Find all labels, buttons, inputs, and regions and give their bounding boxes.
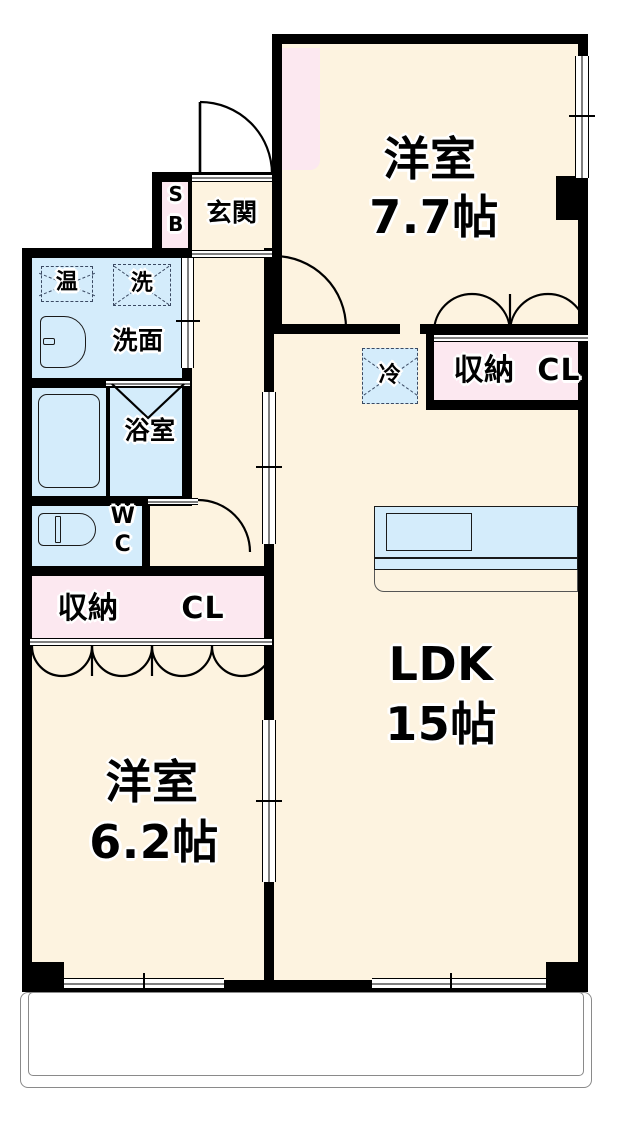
bedroom-second-floor	[30, 640, 272, 988]
entrance-door-arc	[199, 100, 274, 175]
wall-toilet-right	[142, 496, 150, 572]
washer-label: 洗	[130, 271, 154, 296]
wall-ldk-cl-bottom	[426, 400, 588, 410]
wall-right-pillar	[556, 176, 588, 220]
wall-bottom-corner-left	[22, 962, 64, 992]
kitchen-counter-front	[374, 570, 578, 592]
shoebox-label-line1: S	[168, 182, 184, 206]
vanity-sink-icon	[40, 316, 86, 368]
washer-icon	[113, 264, 171, 306]
wall-right-upper	[578, 34, 588, 60]
ldk-floor	[272, 332, 588, 988]
entrance-label: 玄関	[206, 198, 258, 227]
wall-left-main-bedroom	[272, 34, 282, 334]
bedroom-second-size: 6.2帖	[89, 815, 219, 869]
closet-main-label: 収納	[453, 353, 515, 388]
window-ldk-bottom	[372, 978, 546, 989]
balcony-inner	[28, 992, 584, 1076]
window-tick-bottom-right	[450, 973, 452, 995]
kitchen-counter-edge	[374, 558, 578, 570]
closet-second-label: 収納	[57, 591, 119, 626]
toilet-label-line1: W	[110, 504, 136, 529]
wall-bath-right	[182, 378, 192, 506]
bathroom-label: 浴室	[124, 416, 176, 445]
wall-corridor-ldk	[264, 248, 274, 990]
sliding-door-corridor-ldk	[262, 392, 276, 544]
wall-toilet-bottom	[22, 566, 272, 576]
wall-bath-divider	[106, 386, 110, 496]
window-tick-bottom-left	[143, 973, 145, 995]
bedroom-main-size: 7.7帖	[369, 190, 499, 244]
bedroom-main-cl-strip	[280, 48, 320, 170]
bedroom-second-cl-floor	[30, 576, 272, 640]
kitchen-sink-icon	[386, 513, 472, 551]
sliding-door-washroom	[181, 258, 194, 368]
toilet-tank-icon	[55, 516, 61, 543]
shoebox-floor	[160, 180, 192, 256]
bedroom-second-name: 洋室	[105, 755, 199, 809]
ldk-cl-floor	[434, 340, 588, 402]
wall-ldk-cl-right-top	[420, 324, 588, 334]
sliding-door-tick-washroom	[176, 320, 200, 322]
refrigerator-icon	[362, 348, 418, 404]
closet-main-abbr: CL	[537, 353, 581, 388]
water-heater-label: 温	[55, 270, 79, 295]
ldk-name: LDK	[388, 637, 494, 691]
toilet-label-line2: C	[114, 532, 132, 557]
ldk-size: 15帖	[385, 697, 497, 751]
corridor-lower-floor	[148, 496, 272, 568]
refrigerator-label: 冷	[378, 363, 402, 388]
washroom-label: 洗面	[112, 326, 164, 355]
bathtub-icon	[38, 394, 100, 488]
bedroom-main-name: 洋室	[383, 132, 477, 186]
window-tick-right	[569, 115, 595, 117]
entrance-door-threshold	[192, 174, 272, 182]
closet-second-door-track	[30, 638, 272, 646]
wall-bath-bottom	[22, 496, 192, 506]
closet-second-abbr: CL	[181, 591, 225, 626]
wall-shoebox-divider	[188, 180, 192, 256]
wall-bottom-corner-right	[546, 962, 588, 992]
wall-right-lower	[578, 214, 588, 990]
wall-entrance-bottom-left	[22, 248, 192, 258]
bath-door-threshold	[106, 380, 190, 387]
window-bedroom-main-right	[575, 56, 589, 178]
wall-ldk-top	[264, 324, 400, 334]
wall-left-outer	[22, 248, 32, 990]
closet-main-door-track	[434, 334, 588, 342]
toilet-door-threshold	[148, 498, 198, 505]
vanity-faucet-icon	[43, 338, 55, 345]
toilet-bowl-icon	[38, 513, 96, 546]
wall-ldk-cl-left	[426, 332, 434, 410]
entrance-inner-threshold	[192, 250, 272, 258]
water-heater-icon	[38, 266, 96, 302]
sliding-door-tick-2	[256, 800, 282, 802]
wall-entrance-left	[152, 172, 162, 258]
wall-top-main-bedroom	[272, 34, 588, 44]
shoebox-label-line2: B	[168, 212, 184, 236]
sliding-door-tick-1	[256, 466, 282, 468]
